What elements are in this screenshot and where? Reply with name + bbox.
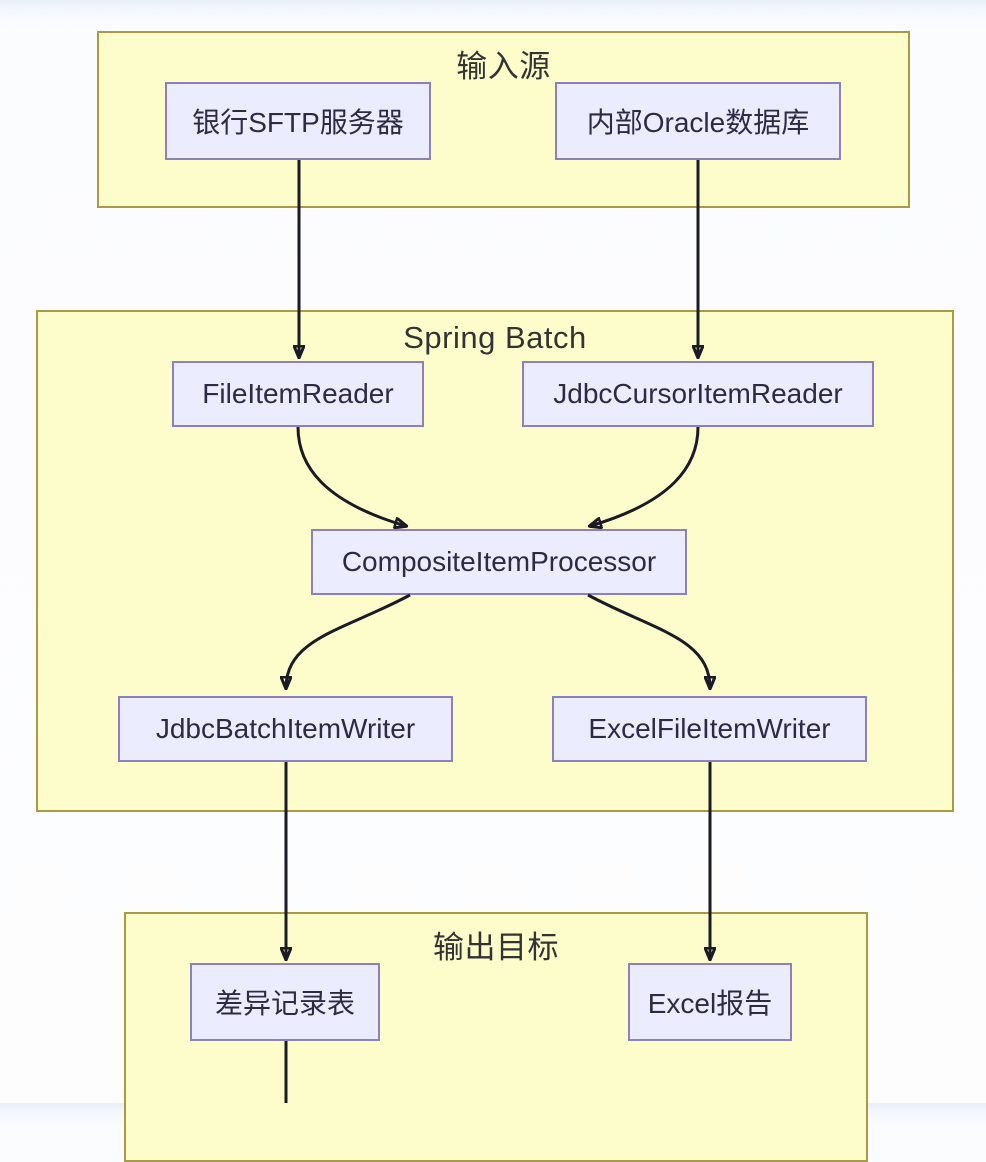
node-jdbc-batch-item-writer: JdbcBatchItemWriter — [118, 696, 453, 762]
node-bank-sftp-server: 银行SFTP服务器 — [165, 82, 431, 160]
cluster-spring-batch-title: Spring Batch — [403, 320, 587, 355]
node-diff-record-table: 差异记录表 — [190, 963, 380, 1041]
node-excel-file-item-writer: ExcelFileItemWriter — [552, 696, 867, 762]
cluster-output-target-title: 输出目标 — [433, 930, 559, 965]
cluster-input-source-title: 输入源 — [456, 49, 551, 84]
node-composite-item-processor: CompositeItemProcessor — [311, 529, 687, 595]
node-jdbc-cursor-item-reader: JdbcCursorItemReader — [522, 361, 874, 427]
node-internal-oracle-db: 内部Oracle数据库 — [555, 82, 841, 160]
flowchart-canvas: 输入源 Spring Batch 输出目标 银行SFTP服务器 内部Oracle… — [36, 31, 954, 1162]
node-excel-report: Excel报告 — [628, 963, 792, 1041]
node-file-item-reader: FileItemReader — [172, 361, 424, 427]
